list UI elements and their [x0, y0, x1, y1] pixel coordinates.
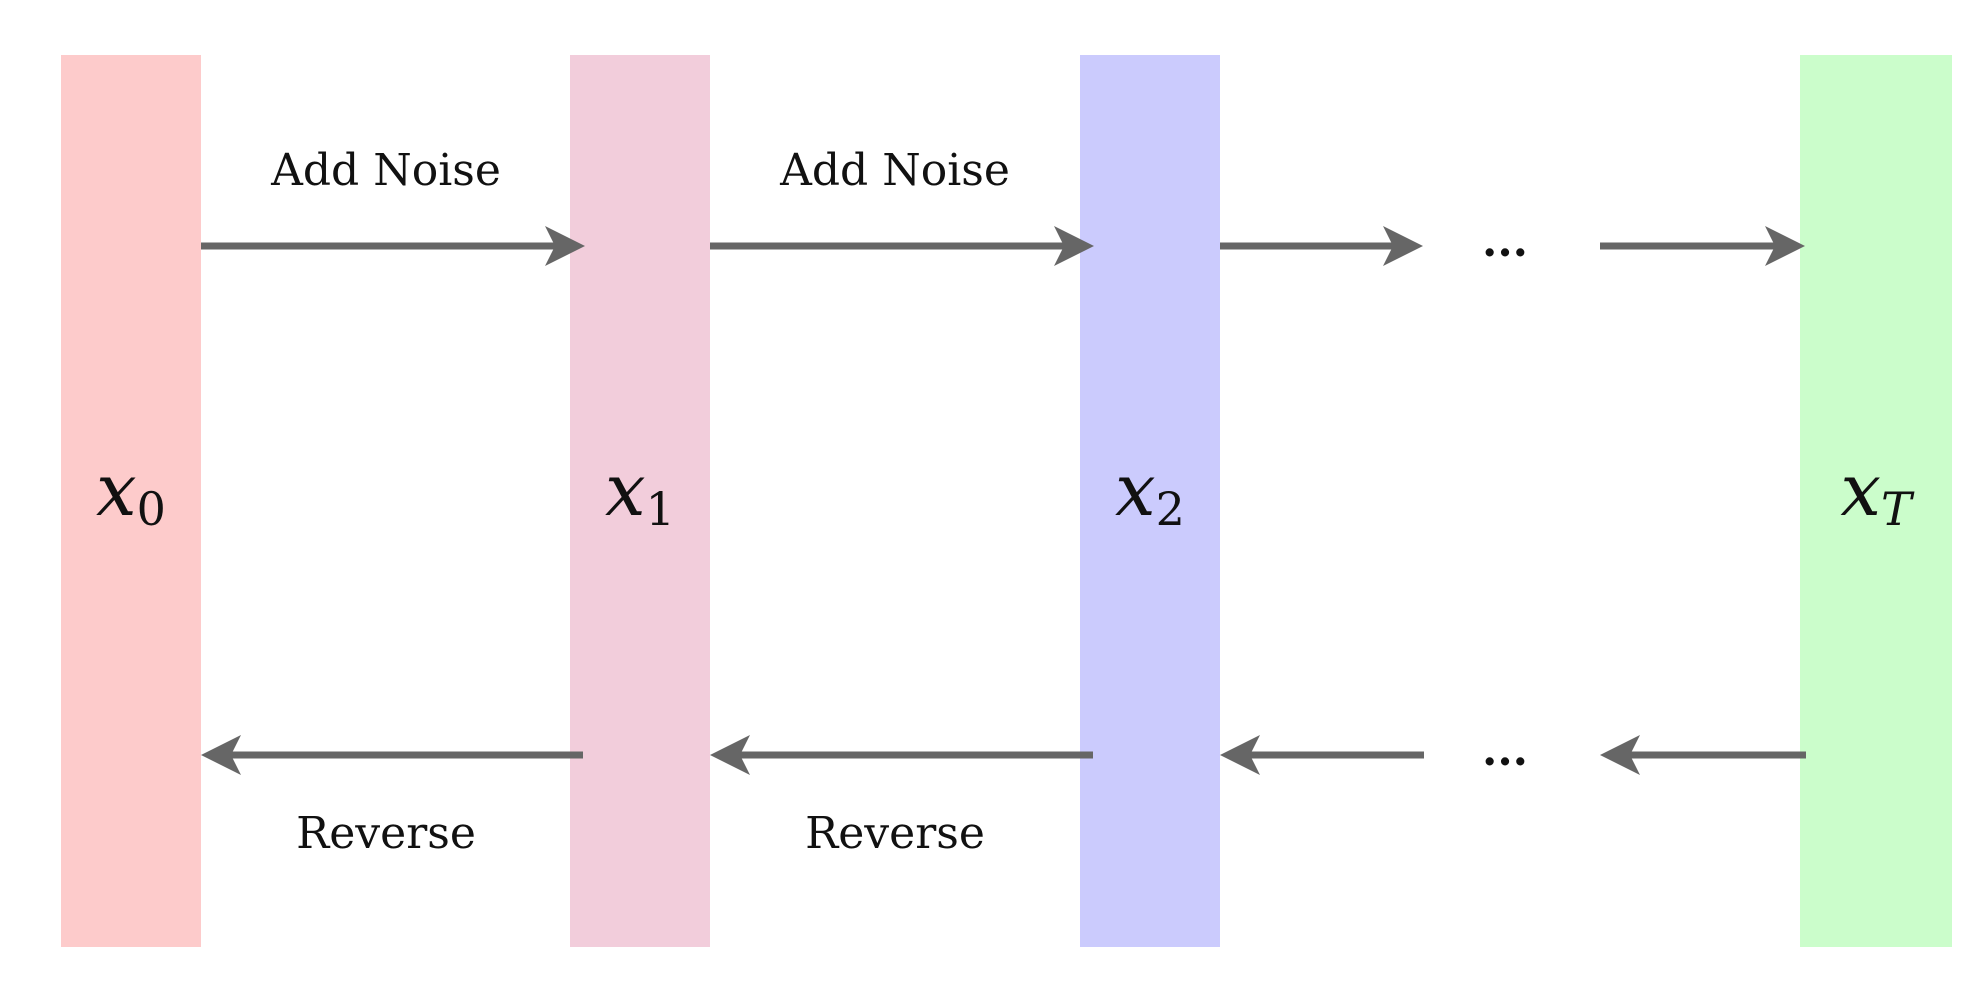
reverse-label-1: Reverse	[296, 808, 476, 859]
forward-label-2: Add Noise	[779, 145, 1010, 196]
reverse-ellipsis: ...	[1482, 725, 1528, 776]
reverse-arrow-4	[1600, 735, 1806, 775]
forward-arrow-3	[1220, 226, 1423, 266]
reverse-arrow-3	[1220, 735, 1424, 775]
state-label-x1: x1	[605, 448, 675, 536]
state-label-x0: x0	[96, 448, 166, 536]
state-label-x2: x2	[1115, 448, 1185, 536]
forward-arrow-4	[1600, 226, 1805, 266]
state-bar-xT	[1800, 55, 1952, 947]
forward-arrow-2	[710, 226, 1094, 266]
reverse-arrow-2	[710, 735, 1093, 775]
state-bar-x2	[1080, 55, 1220, 947]
state-bar-x1	[570, 55, 710, 947]
forward-label-1: Add Noise	[270, 145, 501, 196]
state-label-xT: xT	[1840, 448, 1915, 536]
reverse-arrow-1	[201, 735, 583, 775]
forward-ellipsis: ...	[1482, 216, 1528, 267]
forward-arrow-1	[201, 226, 585, 266]
reverse-label-2: Reverse	[805, 808, 985, 859]
state-bar-x0	[61, 55, 201, 947]
